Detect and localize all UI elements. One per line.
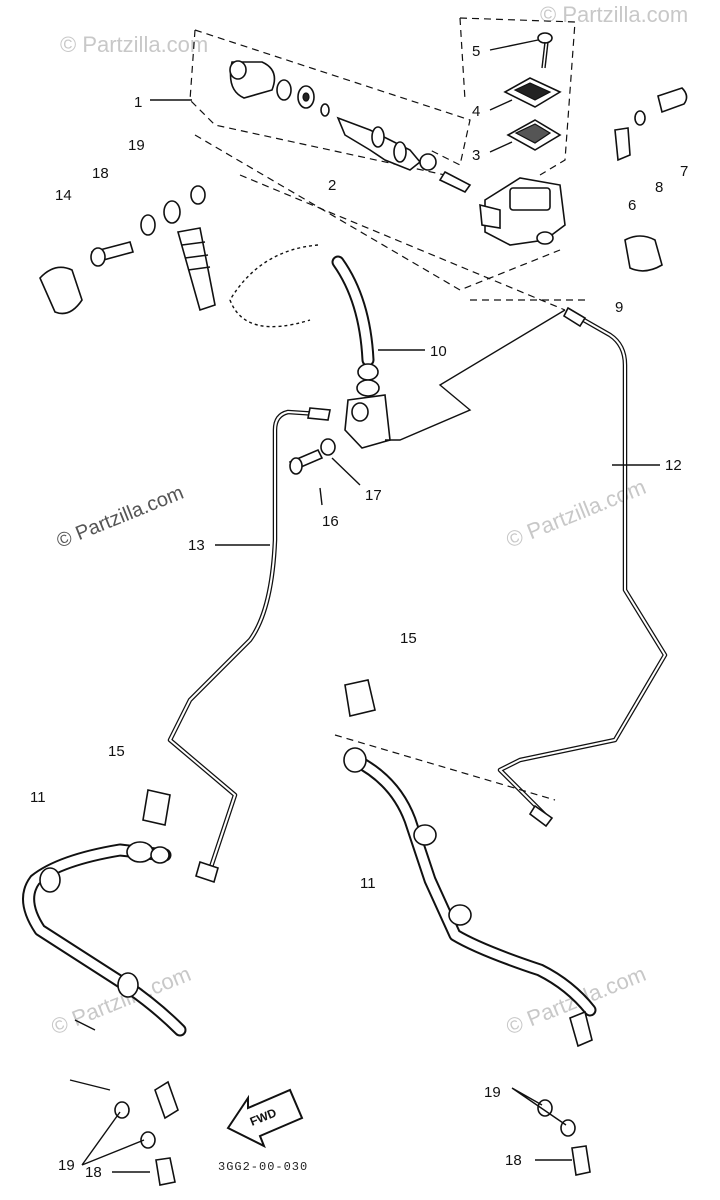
callout-19: 19 <box>128 137 145 154</box>
leader-lines <box>319 39 539 506</box>
callout-1: 1 <box>134 94 142 111</box>
callout-18: 18 <box>92 165 109 182</box>
callout-11: 11 <box>360 875 376 892</box>
caliper-fittings-right <box>511 1010 593 1176</box>
callout-2: 2 <box>328 177 336 194</box>
callout-3: 3 <box>472 147 480 164</box>
callout-13: 13 <box>188 537 205 554</box>
brake-hose-11-right <box>334 679 597 1017</box>
forward-arrow-icon: FWD <box>226 1088 304 1149</box>
callout-14: 14 <box>55 187 72 204</box>
callout-18: 18 <box>505 1152 522 1169</box>
diagram-code: 3GG2-00-030 <box>218 1160 308 1174</box>
brake-junction-block <box>288 309 566 475</box>
callout-5: 5 <box>472 43 480 60</box>
callout-18: 18 <box>85 1164 102 1181</box>
brake-switch-parts <box>614 87 688 272</box>
watermark: © Partzilla.com <box>503 474 650 553</box>
callout-10: 10 <box>430 343 447 360</box>
master-cylinder-group <box>150 17 590 311</box>
callout-19: 19 <box>58 1157 75 1174</box>
callout-9: 9 <box>615 299 623 316</box>
banjo-bolt-left-top <box>39 185 216 315</box>
callout-15: 15 <box>108 743 125 760</box>
callout-16: 16 <box>322 513 339 530</box>
callout-7: 7 <box>680 163 688 180</box>
watermark: © Partzilla.com <box>540 2 688 27</box>
brake-pipe-12 <box>497 306 668 828</box>
callout-4: 4 <box>472 103 480 120</box>
caliper-fittings-left <box>69 1019 179 1186</box>
callout-6: 6 <box>628 197 636 214</box>
watermark: © Partzilla.com <box>60 32 208 57</box>
brake-pipe-13 <box>167 407 331 884</box>
callout-17: 17 <box>365 487 382 504</box>
brake-hose-10 <box>229 244 380 397</box>
master-cylinder-body <box>479 177 566 246</box>
reservoir-cap-parts <box>503 32 562 151</box>
callout-15: 15 <box>400 630 417 647</box>
watermark: © Partzilla.com <box>54 482 187 553</box>
callout-11: 11 <box>30 789 46 806</box>
piston-kit <box>229 60 472 194</box>
callout-12: 12 <box>665 457 682 474</box>
callout-19: 19 <box>484 1084 501 1101</box>
brake-hose-11-left <box>22 789 187 1037</box>
callout-8: 8 <box>655 179 663 196</box>
